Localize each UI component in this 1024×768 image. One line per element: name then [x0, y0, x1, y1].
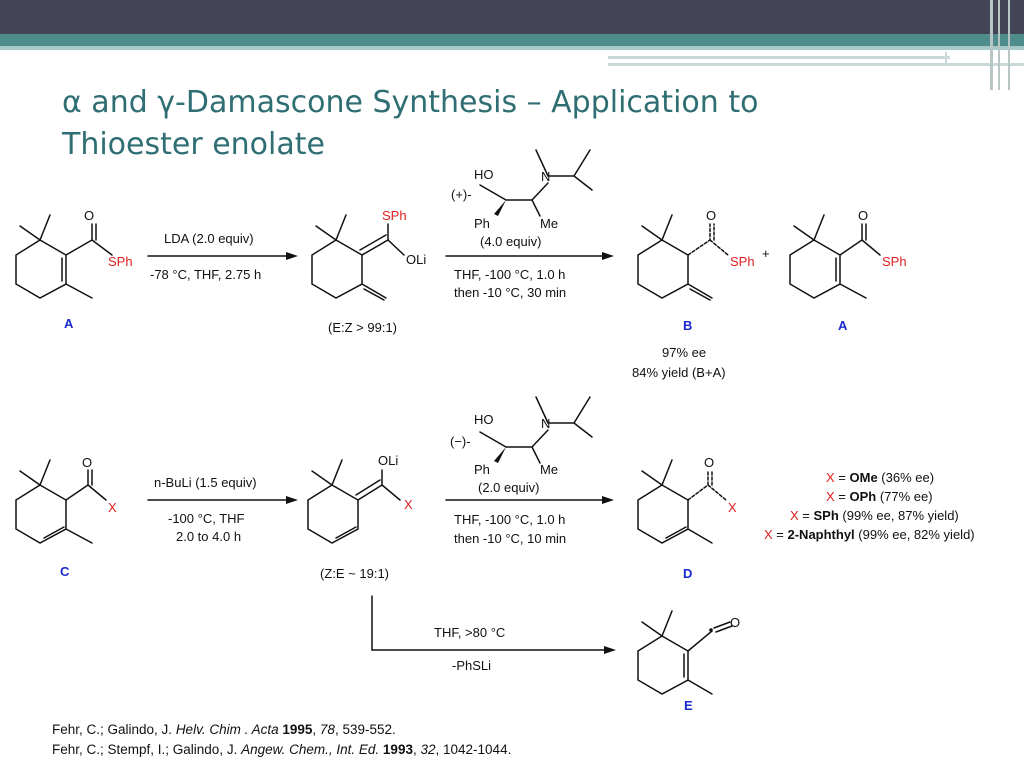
- molecule-enolate-2: [307, 459, 401, 544]
- ref-year: 1995: [282, 722, 313, 737]
- catalyst-equiv: (4.0 equiv): [480, 234, 541, 249]
- compound-label-b: B: [683, 318, 692, 333]
- references: Fehr, C.; Galindo, J. Helv. Chim . Acta …: [52, 720, 511, 760]
- catalyst-amino-alcohol-1: [479, 149, 593, 217]
- condition-2b: then -10 °C, 10 min: [454, 531, 566, 546]
- ref-pages: , 1042-1044.: [435, 742, 512, 757]
- atom-ph: Ph: [474, 216, 490, 231]
- yield-value: 84% yield (B+A): [632, 365, 726, 380]
- molecule-e: [637, 610, 733, 695]
- reference-1: Fehr, C.; Galindo, J. Helv. Chim . Acta …: [52, 722, 396, 737]
- atom-oli: OLi: [406, 252, 426, 267]
- molecule-b: [637, 214, 729, 301]
- ze-ratio: (Z:E ~ 19:1): [320, 566, 389, 581]
- header-accent-stripe: [0, 34, 1024, 46]
- condition-r3: THF, >80 °C: [434, 625, 505, 640]
- atom-o: O: [84, 208, 94, 223]
- slide-title: α and γ-Damascone Synthesis – Applicatio…: [62, 85, 759, 162]
- atom-oli: OLi: [378, 453, 398, 468]
- ref-volume: 78: [319, 722, 335, 737]
- molecule-a-right: [789, 214, 881, 299]
- radical-dot: [709, 628, 713, 632]
- ref-journal: Angew. Chem., Int. Ed.: [241, 742, 380, 757]
- header-bar: [0, 0, 1024, 34]
- atom-x: X: [728, 500, 737, 515]
- elimination-product: -PhSLi: [452, 658, 491, 673]
- condition-2a: THF, -100 °C, 1.0 h: [454, 512, 565, 527]
- x-row: X = OPh (77% ee): [826, 489, 933, 504]
- reaction-arrow-5: [371, 595, 605, 651]
- ref-year: 1993: [382, 742, 413, 757]
- reagent-buli: n-BuLi (1.5 equiv): [154, 475, 257, 490]
- x-row: X = 2-Naphthyl (99% ee, 82% yield): [764, 527, 975, 542]
- compound-label-e: E: [684, 698, 693, 713]
- atom-me: Me: [540, 216, 558, 231]
- condition-temp-r2: -100 °C, THF: [168, 511, 245, 526]
- catalyst-amino-alcohol-2: [479, 396, 593, 464]
- atom-o: O: [706, 208, 716, 223]
- catalyst-prefix: (+)-: [451, 187, 472, 202]
- atom-ho: HO: [474, 412, 494, 427]
- catalyst-equiv: (2.0 equiv): [478, 480, 539, 495]
- decorative-line: [608, 63, 1024, 66]
- atom-sph: SPh: [730, 254, 755, 269]
- decorative-line: [998, 0, 1000, 90]
- atom-o: O: [704, 455, 714, 470]
- atom-me: Me: [540, 462, 558, 477]
- reference-2: Fehr, C.; Stempf, I.; Galindo, J. Angew.…: [52, 742, 512, 757]
- decorative-line: [608, 56, 950, 59]
- atom-sph: SPh: [382, 208, 407, 223]
- decorative-line: [1008, 0, 1010, 90]
- atom-n: N: [541, 169, 550, 184]
- ref-pages: , 539-552.: [334, 722, 396, 737]
- ee-value: 97% ee: [662, 345, 706, 360]
- decorative-line: [990, 0, 993, 90]
- atom-sph: SPh: [108, 254, 133, 269]
- x-row: X = SPh (99% ee, 87% yield): [790, 508, 959, 523]
- x-substituent-table: X = OMe (36% ee) X = OPh (77% ee) X = SP…: [764, 470, 975, 542]
- atom-o: O: [82, 455, 92, 470]
- x-row: X = OMe (36% ee): [826, 470, 934, 485]
- catalyst-prefix: (−)-: [450, 434, 471, 449]
- compound-label-d: D: [683, 566, 692, 581]
- condition-temp-1: -78 °C, THF, 2.75 h: [150, 267, 261, 282]
- atom-sph: SPh: [882, 254, 907, 269]
- molecule-a-left: [15, 214, 113, 299]
- molecule-enolate-1: [311, 214, 405, 301]
- atom-x: X: [108, 500, 117, 515]
- ref-authors: Fehr, C.; Stempf, I.; Galindo, J.: [52, 742, 242, 757]
- compound-label-a: A: [64, 316, 74, 331]
- atom-n: N: [541, 416, 550, 431]
- condition-2b: then -10 °C, 30 min: [454, 285, 566, 300]
- header-accent-stripe-light: [0, 46, 1024, 50]
- compound-label-c: C: [60, 564, 70, 579]
- decorative-line: [945, 52, 947, 66]
- arrowheads: [286, 200, 616, 654]
- compound-label-a: A: [838, 318, 848, 333]
- ref-authors: Fehr, C.; Galindo, J.: [52, 722, 176, 737]
- molecule-c: [15, 459, 107, 544]
- ref-volume: 32: [420, 742, 436, 757]
- atom-o: O: [730, 615, 740, 630]
- plus-sign: +: [762, 246, 770, 261]
- ez-ratio: (E:Z > 99:1): [328, 320, 397, 335]
- atom-ho: HO: [474, 167, 494, 182]
- atom-x: X: [404, 497, 413, 512]
- molecule-d: [637, 459, 727, 544]
- reagent-lda: LDA (2.0 equiv): [164, 231, 254, 246]
- condition-time-r2: 2.0 to 4.0 h: [176, 529, 241, 544]
- atom-o: O: [858, 208, 868, 223]
- atom-ph: Ph: [474, 462, 490, 477]
- condition-2a: THF, -100 °C, 1.0 h: [454, 267, 565, 282]
- ref-journal: Helv. Chim . Acta: [175, 722, 279, 737]
